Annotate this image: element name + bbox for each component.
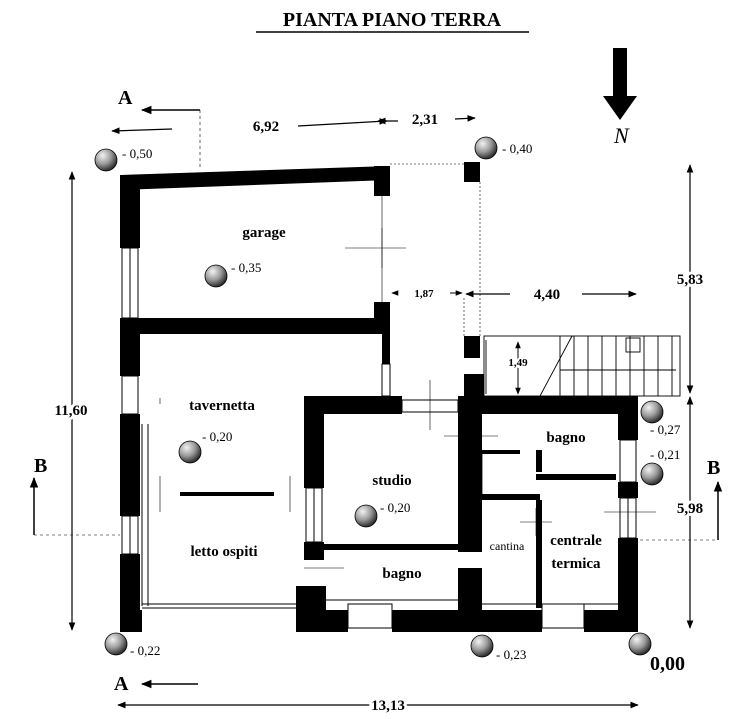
room-studio: studio bbox=[372, 473, 411, 489]
dim-right-upper: 5,83 bbox=[677, 272, 703, 288]
section-a-top-label: A bbox=[118, 87, 133, 109]
north-arrow-icon bbox=[603, 48, 637, 120]
dim-top-left-line-r bbox=[297, 118, 388, 127]
marker-tavernetta-icon bbox=[178, 440, 202, 464]
dim-top-right-line-r bbox=[454, 115, 476, 122]
north-label: N bbox=[613, 123, 630, 148]
elev-garage: - 0,35 bbox=[231, 260, 261, 275]
dim-stair: 1,49 bbox=[508, 357, 528, 369]
dim-gap-large: 4,40 bbox=[534, 287, 560, 303]
elev-studio: - 0,20 bbox=[380, 500, 410, 515]
room-letto-ospiti: letto ospiti bbox=[190, 544, 257, 560]
marker-sw-icon bbox=[104, 632, 128, 656]
room-bagno-upper: bagno bbox=[546, 430, 585, 446]
dim-top-left-line-l bbox=[111, 127, 173, 135]
section-b-left-label: B bbox=[34, 455, 47, 477]
room-termica: termica bbox=[551, 556, 601, 572]
walls bbox=[120, 162, 638, 632]
plan-title: PIANTA PIANO TERRA bbox=[283, 9, 502, 31]
elev-east-upper: - 0,27 bbox=[650, 422, 681, 437]
elev-sw: - 0,22 bbox=[130, 643, 160, 658]
dim-top-left: 6,92 bbox=[253, 119, 279, 135]
marker-ne-icon bbox=[474, 136, 498, 160]
marker-garage-icon bbox=[204, 264, 228, 288]
marker-studio-icon bbox=[354, 504, 378, 528]
room-centrale: centrale bbox=[550, 533, 602, 549]
elev-tavernetta: - 0,20 bbox=[202, 429, 232, 444]
section-b-right-label: B bbox=[707, 457, 720, 479]
wall-details bbox=[121, 163, 637, 629]
elev-se: 0,00 bbox=[650, 653, 685, 675]
marker-east-lower-icon bbox=[640, 462, 664, 486]
marker-nw-icon bbox=[94, 148, 118, 172]
section-a-bottom-label: A bbox=[114, 673, 129, 695]
dim-left-total: 11,60 bbox=[55, 403, 88, 419]
elev-south-mid: - 0,23 bbox=[496, 647, 526, 662]
dim-right-lower: 5,98 bbox=[677, 501, 703, 517]
elevation-markers bbox=[94, 136, 664, 658]
stairs bbox=[483, 335, 681, 397]
marker-east-upper-icon bbox=[640, 400, 664, 424]
room-tavernetta: tavernetta bbox=[189, 398, 255, 414]
room-garage: garage bbox=[242, 225, 286, 241]
room-cantina: cantina bbox=[490, 539, 525, 553]
dim-bottom-total: 13,13 bbox=[371, 698, 405, 714]
crosshair-marks bbox=[159, 228, 656, 569]
elev-nw: - 0,50 bbox=[122, 146, 152, 161]
room-bagno-lower: bagno bbox=[382, 566, 421, 582]
dim-gap-small: 1,87 bbox=[414, 288, 434, 300]
elev-east-lower: - 0,21 bbox=[650, 447, 680, 462]
dim-top-right: 2,31 bbox=[412, 112, 438, 128]
marker-south-mid-icon bbox=[470, 634, 494, 658]
marker-se-icon bbox=[628, 632, 652, 656]
elev-ne: - 0,40 bbox=[502, 141, 532, 156]
furniture-line bbox=[180, 492, 274, 496]
